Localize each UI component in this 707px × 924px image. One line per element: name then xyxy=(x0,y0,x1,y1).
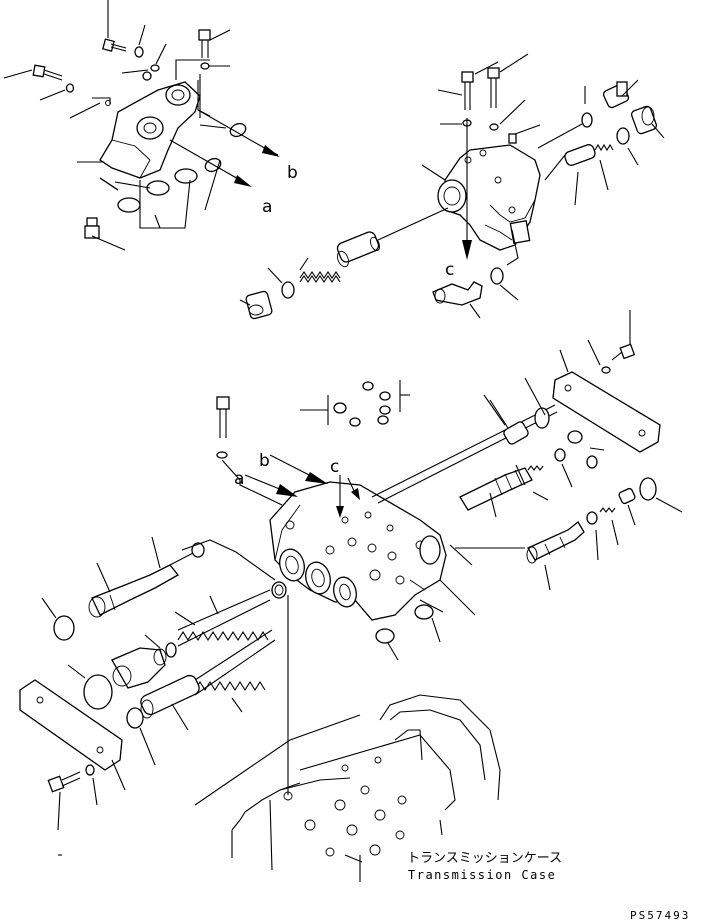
arrow-c-main xyxy=(336,475,360,518)
gasket-b xyxy=(229,122,247,138)
oring-spool-right xyxy=(586,455,598,469)
plug-mid-right xyxy=(618,487,636,505)
bolt-top-right-2 xyxy=(487,67,500,108)
callout-a-top: a xyxy=(262,197,272,217)
transmission-case xyxy=(58,694,501,882)
main-valve-assembly: a b c xyxy=(19,377,683,831)
drawing-code: PS57493 xyxy=(630,909,690,922)
bolt-top-right-1 xyxy=(461,71,474,110)
washer-plate-right xyxy=(601,366,611,374)
gasket-2 xyxy=(146,180,170,196)
oring-top-left xyxy=(281,281,295,299)
gasket-group-middle xyxy=(300,380,410,427)
pin-tr xyxy=(508,133,517,144)
gasket-3 xyxy=(174,168,198,184)
oring-tr-1 xyxy=(581,112,593,128)
plug-top-left-valve xyxy=(245,290,273,320)
elbow-flange xyxy=(99,81,201,179)
washer-left xyxy=(165,642,177,658)
spool-left-top xyxy=(88,542,205,618)
spool-top xyxy=(336,231,380,268)
bolt-main xyxy=(216,396,230,438)
top-right-valve-assembly: c xyxy=(239,53,665,320)
oring-mid-right-1 xyxy=(534,407,550,429)
washer-spool-right-2 xyxy=(586,511,598,525)
washer-spool-right xyxy=(554,448,566,462)
oring-left-1 xyxy=(53,615,75,641)
valve-body-top xyxy=(437,144,541,251)
elbow-fitting-c xyxy=(432,281,483,306)
case-label-english: Transmission Case xyxy=(408,868,556,882)
spring-top xyxy=(299,271,341,283)
plug-top-left xyxy=(84,217,100,239)
bolt-top-left-3 xyxy=(198,29,211,58)
arrow-a-top xyxy=(169,139,252,187)
washer-top-left-1 xyxy=(134,46,144,58)
right-cover-plate xyxy=(552,310,661,453)
arrow-c-top xyxy=(462,118,472,260)
callout-a-main: a xyxy=(234,469,244,489)
washer-top-left-4 xyxy=(142,71,152,81)
washer-top-left-5 xyxy=(150,64,160,72)
top-left-cover-assembly: b a xyxy=(3,0,298,251)
bolt-top-left-1 xyxy=(102,38,127,52)
spring-left-2 xyxy=(194,629,276,696)
bolt-plate-right xyxy=(611,343,636,361)
elbow-fitting-tr xyxy=(602,81,630,109)
oring-left-2 xyxy=(83,674,113,710)
left-cover-plate xyxy=(19,679,123,771)
washer-tr-2 xyxy=(489,123,499,131)
oring-left-3 xyxy=(126,707,144,729)
cap-left xyxy=(271,581,287,599)
valve-body-main xyxy=(269,481,447,621)
callout-c-main: c xyxy=(330,457,339,477)
arrow-b-top xyxy=(197,109,280,157)
spool-mid-right-2 xyxy=(526,521,585,564)
bolt-left-plate xyxy=(47,771,81,793)
spool-mid-right-1 xyxy=(459,465,544,511)
arrow-a-main xyxy=(244,474,298,497)
spring-left-1 xyxy=(177,589,271,647)
washer-main xyxy=(216,451,228,459)
oring-main-bottom-2 xyxy=(375,628,395,644)
callout-b-main: b xyxy=(259,451,270,471)
plug-tr xyxy=(630,105,658,135)
oring-mid-right-2 xyxy=(567,430,583,444)
oring-mid-right-3 xyxy=(639,477,657,501)
oring-main-bottom-1 xyxy=(414,604,434,620)
bolt-top-left-2 xyxy=(32,64,63,81)
gasket-1 xyxy=(117,197,141,213)
spool-right-top xyxy=(564,143,614,166)
case-label-japanese: トランスミッションケース xyxy=(407,851,562,866)
oring-c xyxy=(490,267,504,285)
washer-top-left-2 xyxy=(65,83,75,93)
washer-top-left-3 xyxy=(200,62,210,70)
sleeve-left xyxy=(140,674,200,719)
callout-c-top: c xyxy=(445,260,454,280)
oring-tr-2 xyxy=(616,127,630,145)
pipe-insert xyxy=(489,399,529,445)
plug-left xyxy=(111,647,167,689)
washer-left-plate xyxy=(85,764,95,776)
callout-b-top: b xyxy=(287,163,298,183)
arrow-b-main xyxy=(269,454,328,484)
